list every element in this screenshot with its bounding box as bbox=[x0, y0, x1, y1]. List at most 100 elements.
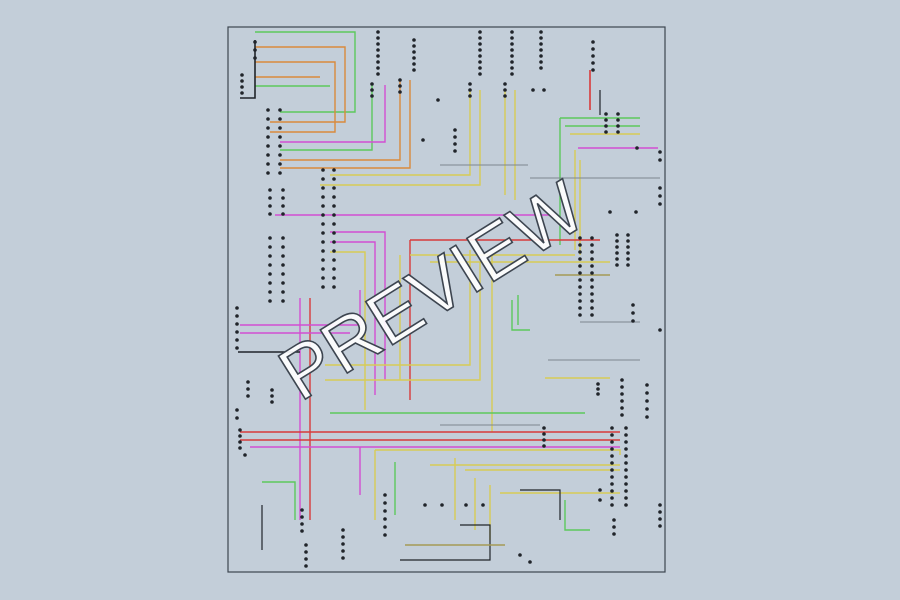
terminal-dot bbox=[321, 240, 325, 244]
terminal-dot bbox=[332, 240, 336, 244]
terminal-dot bbox=[590, 250, 594, 254]
terminal-dot bbox=[610, 454, 614, 458]
terminal-dot bbox=[626, 251, 630, 255]
terminal-dot bbox=[436, 98, 440, 102]
terminal-dot bbox=[278, 135, 282, 139]
terminal-dot bbox=[370, 82, 374, 86]
terminal-dot bbox=[610, 482, 614, 486]
terminal-dot bbox=[266, 126, 270, 130]
terminal-dot bbox=[300, 508, 304, 512]
terminal-dot bbox=[376, 30, 380, 34]
terminal-dot bbox=[321, 258, 325, 262]
terminal-dot bbox=[235, 314, 239, 318]
terminal-dot bbox=[376, 42, 380, 46]
terminal-dot bbox=[321, 267, 325, 271]
terminal-dot bbox=[281, 204, 285, 208]
terminal-dot bbox=[268, 212, 272, 216]
terminal-dot bbox=[341, 549, 345, 553]
terminal-dot bbox=[453, 142, 457, 146]
terminal-dot bbox=[626, 239, 630, 243]
terminal-dot bbox=[620, 413, 624, 417]
terminal-dot bbox=[539, 48, 543, 52]
orange-wire bbox=[255, 61, 336, 133]
terminal-dot bbox=[616, 130, 620, 134]
terminal-dot bbox=[620, 399, 624, 403]
terminals bbox=[235, 30, 662, 568]
orange-wire bbox=[280, 80, 411, 169]
terminal-dot bbox=[578, 257, 582, 261]
terminal-dot bbox=[578, 292, 582, 296]
terminal-dot bbox=[238, 446, 242, 450]
terminal-dot bbox=[542, 88, 546, 92]
terminal-dot bbox=[645, 383, 649, 387]
terminal-dot bbox=[383, 525, 387, 529]
terminal-dot bbox=[240, 79, 244, 83]
terminal-dot bbox=[624, 461, 628, 465]
terminal-dot bbox=[503, 82, 507, 86]
terminal-dot bbox=[478, 72, 482, 76]
terminal-dot bbox=[268, 299, 272, 303]
terminal-dot bbox=[278, 153, 282, 157]
green-wire bbox=[280, 85, 373, 151]
terminal-dot bbox=[658, 186, 662, 190]
black-wire bbox=[520, 489, 561, 520]
terminal-dot bbox=[615, 251, 619, 255]
terminal-dot bbox=[376, 36, 380, 40]
terminal-dot bbox=[453, 128, 457, 132]
terminal-dot bbox=[578, 271, 582, 275]
terminal-dot bbox=[635, 146, 639, 150]
terminal-dot bbox=[423, 503, 427, 507]
terminal-dot bbox=[268, 204, 272, 208]
terminal-dot bbox=[321, 249, 325, 253]
yellow-wire bbox=[330, 90, 471, 176]
terminal-dot bbox=[281, 236, 285, 240]
black-wire bbox=[240, 40, 256, 99]
terminal-dot bbox=[578, 264, 582, 268]
terminal-dot bbox=[300, 522, 304, 526]
terminal-dot bbox=[624, 440, 628, 444]
terminal-dot bbox=[376, 72, 380, 76]
terminal-dot bbox=[616, 124, 620, 128]
terminal-dot bbox=[604, 118, 608, 122]
terminal-dot bbox=[596, 387, 600, 391]
terminal-dot bbox=[383, 509, 387, 513]
terminal-dot bbox=[624, 447, 628, 451]
terminal-dot bbox=[412, 56, 416, 60]
terminal-dot bbox=[624, 482, 628, 486]
terminal-dot bbox=[370, 94, 374, 98]
terminal-dot bbox=[332, 285, 336, 289]
terminal-dot bbox=[510, 60, 514, 64]
terminal-dot bbox=[253, 56, 257, 60]
terminal-dot bbox=[626, 233, 630, 237]
terminal-dot bbox=[578, 243, 582, 247]
terminal-dot bbox=[658, 510, 662, 514]
terminal-dot bbox=[278, 108, 282, 112]
terminal-dot bbox=[610, 489, 614, 493]
terminal-dot bbox=[542, 444, 546, 448]
green-wire bbox=[262, 481, 296, 520]
terminal-dot bbox=[591, 61, 595, 65]
terminal-dot bbox=[266, 153, 270, 157]
terminal-dot bbox=[266, 171, 270, 175]
terminal-dot bbox=[578, 278, 582, 282]
terminal-dot bbox=[332, 213, 336, 217]
yellow-wire bbox=[375, 449, 621, 455]
terminal-dot bbox=[268, 281, 272, 285]
green-wire bbox=[564, 500, 590, 531]
terminal-dot bbox=[238, 428, 242, 432]
terminal-dot bbox=[240, 85, 244, 89]
terminal-dot bbox=[610, 440, 614, 444]
terminal-dot bbox=[578, 299, 582, 303]
terminal-dot bbox=[321, 222, 325, 226]
terminal-dot bbox=[658, 194, 662, 198]
terminal-dot bbox=[412, 68, 416, 72]
terminal-dot bbox=[235, 322, 239, 326]
terminal-dot bbox=[270, 400, 274, 404]
terminal-dot bbox=[615, 239, 619, 243]
terminal-dot bbox=[590, 264, 594, 268]
terminal-dot bbox=[612, 532, 616, 536]
magenta-wire bbox=[330, 241, 376, 395]
terminal-dot bbox=[238, 440, 242, 444]
terminal-dot bbox=[412, 62, 416, 66]
terminal-dot bbox=[542, 432, 546, 436]
